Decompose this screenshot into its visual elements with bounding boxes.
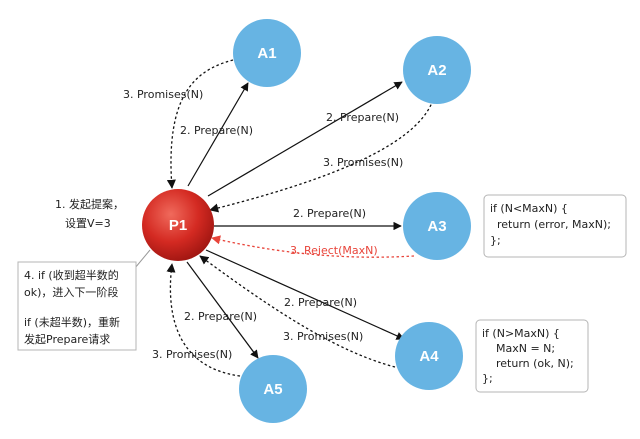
node-a3-label: A3	[427, 218, 446, 235]
prepare-arrow-a5	[186, 261, 259, 359]
proposal-note: 1. 发起提案， 设置V=3	[55, 197, 124, 230]
node-p1-circle	[142, 189, 214, 261]
promises-arrow-a2	[209, 99, 434, 213]
a3-note-box	[483, 194, 627, 258]
node-a1-circle	[233, 19, 301, 87]
node-a4-label: A4	[419, 348, 439, 365]
a4-logic-note: if (N>MaxN) { MaxN = N; return (ok, N); …	[475, 319, 589, 393]
a3-note-line-1: if (N<MaxN) {	[490, 202, 568, 215]
node-a2-label: A2	[427, 62, 446, 79]
prepare-arrow-a2	[207, 81, 403, 197]
node-p1: P1	[142, 189, 214, 261]
proposer-note-line-5: 发起Prepare请求	[24, 332, 110, 346]
promises-arrow-a4	[199, 255, 396, 368]
node-a5-circle	[239, 355, 307, 423]
proposer-note-line-1: 4. if (收到超半数的	[24, 268, 119, 282]
node-a1-label: A1	[257, 45, 276, 62]
node-a2-circle	[403, 36, 471, 104]
label-promises-a1: 3. Promises(N)	[123, 88, 203, 101]
note-connector	[134, 249, 151, 269]
a3-note-line-2: return (error, MaxN);	[490, 218, 611, 231]
label-prepare-a3: 2. Prepare(N)	[293, 207, 366, 220]
a4-note-line-4: };	[482, 372, 493, 385]
proposer-note-line-2: ok)，进入下一阶段	[24, 285, 118, 299]
proposal-note-line-2: 设置V=3	[65, 217, 111, 230]
proposer-note-line-4: if (未超半数)，重新	[24, 315, 120, 329]
proposer-note-box	[17, 261, 137, 351]
node-a2: A2	[403, 36, 471, 104]
label-promises-a2: 3. Promises(N)	[323, 156, 403, 169]
a4-note-line-2: MaxN = N;	[482, 342, 555, 355]
node-a4: A4	[395, 322, 463, 390]
label-reject-a3: 3. Reject(MaxN)	[290, 244, 378, 257]
label-prepare-a1: 2. Prepare(N)	[180, 124, 253, 137]
node-a5-label: A5	[263, 381, 282, 398]
node-a5: A5	[239, 355, 307, 423]
label-promises-a4: 3. Promises(N)	[283, 330, 363, 343]
promises-arrow-a1	[166, 59, 234, 189]
reject-arrow-a3	[211, 235, 415, 258]
node-p1-label: P1	[169, 217, 187, 234]
node-a1: A1	[233, 19, 301, 87]
node-a3: A3	[403, 192, 471, 260]
prepare-arrow-a1	[187, 82, 249, 187]
a4-note-line-3: return (ok, N);	[482, 357, 574, 370]
a4-note-line-1: if (N>MaxN) {	[482, 327, 560, 340]
proposer-decision-note: 4. if (收到超半数的 ok)，进入下一阶段 if (未超半数)，重新 发起…	[17, 261, 137, 351]
prepare-arrow-a4	[205, 249, 405, 340]
label-prepare-a4: 2. Prepare(N)	[284, 296, 357, 309]
label-prepare-a2: 2. Prepare(N)	[326, 111, 399, 124]
proposal-note-line-1: 1. 发起提案，	[55, 197, 124, 211]
label-promises-a5: 3. Promises(N)	[152, 348, 232, 361]
a3-note-line-3: };	[490, 234, 501, 247]
node-a4-circle	[395, 322, 463, 390]
a4-note-box	[475, 319, 589, 393]
a3-logic-note: if (N<MaxN) { return (error, MaxN); };	[483, 194, 627, 258]
label-prepare-a5: 2. Prepare(N)	[184, 310, 257, 323]
node-a3-circle	[403, 192, 471, 260]
